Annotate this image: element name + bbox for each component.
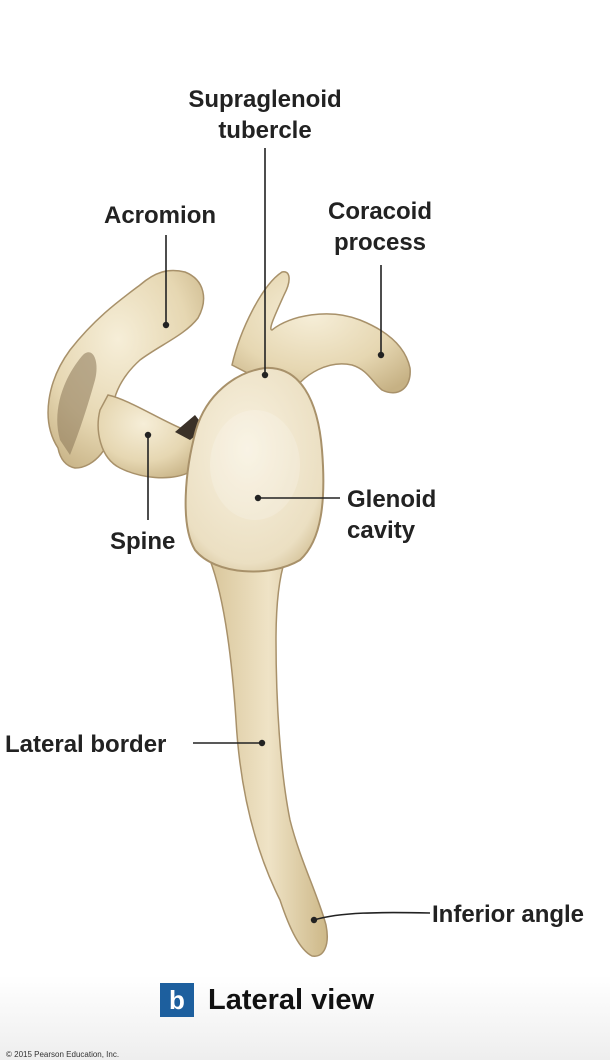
label-glenoid-cavity: Glenoid cavity <box>347 484 436 546</box>
coracoid-process-shape <box>231 271 411 396</box>
label-supraglenoid-tubercle-line2: tubercle <box>218 117 312 144</box>
label-acromion: Acromion <box>104 202 217 229</box>
copyright-notice: © 2015 Pearson Education, Inc. <box>6 1050 120 1059</box>
label-lateral-border: Lateral border <box>5 731 167 758</box>
dot-lateral-border <box>258 739 266 747</box>
label-glenoid-cavity-line1: Glenoid <box>347 486 437 513</box>
label-supraglenoid-tubercle-line1: Supraglenoid <box>188 86 342 113</box>
label-supraglenoid-tubercle: Supraglenoid tubercle <box>165 84 365 146</box>
label-glenoid-cavity-line2: cavity <box>347 517 416 544</box>
dot-coracoid-process <box>377 351 385 359</box>
figure-caption: b Lateral view <box>160 982 374 1018</box>
label-coracoid-process-line1: Coracoid <box>327 198 432 225</box>
glenoid-cavity-shape <box>184 366 325 573</box>
dot-spine <box>144 431 152 439</box>
label-inferior-angle: Inferior angle <box>432 901 585 928</box>
dot-glenoid-cavity <box>254 494 262 502</box>
label-coracoid-process-line2: process <box>333 229 427 256</box>
dot-supraglenoid-tubercle <box>261 371 269 379</box>
label-coracoid-process: Coracoid process <box>310 196 450 258</box>
dot-acromion <box>162 321 170 329</box>
leader-lines <box>147 148 431 921</box>
caption-text: Lateral view <box>208 983 375 1016</box>
acromion-shape <box>47 269 205 469</box>
leader-dots <box>144 321 385 924</box>
label-spine: Spine <box>110 528 176 555</box>
lateral-border-shape <box>208 559 328 957</box>
dot-inferior-angle <box>310 916 318 924</box>
caption-badge: b <box>160 983 194 1017</box>
leader-inferior-angle <box>313 911 431 921</box>
